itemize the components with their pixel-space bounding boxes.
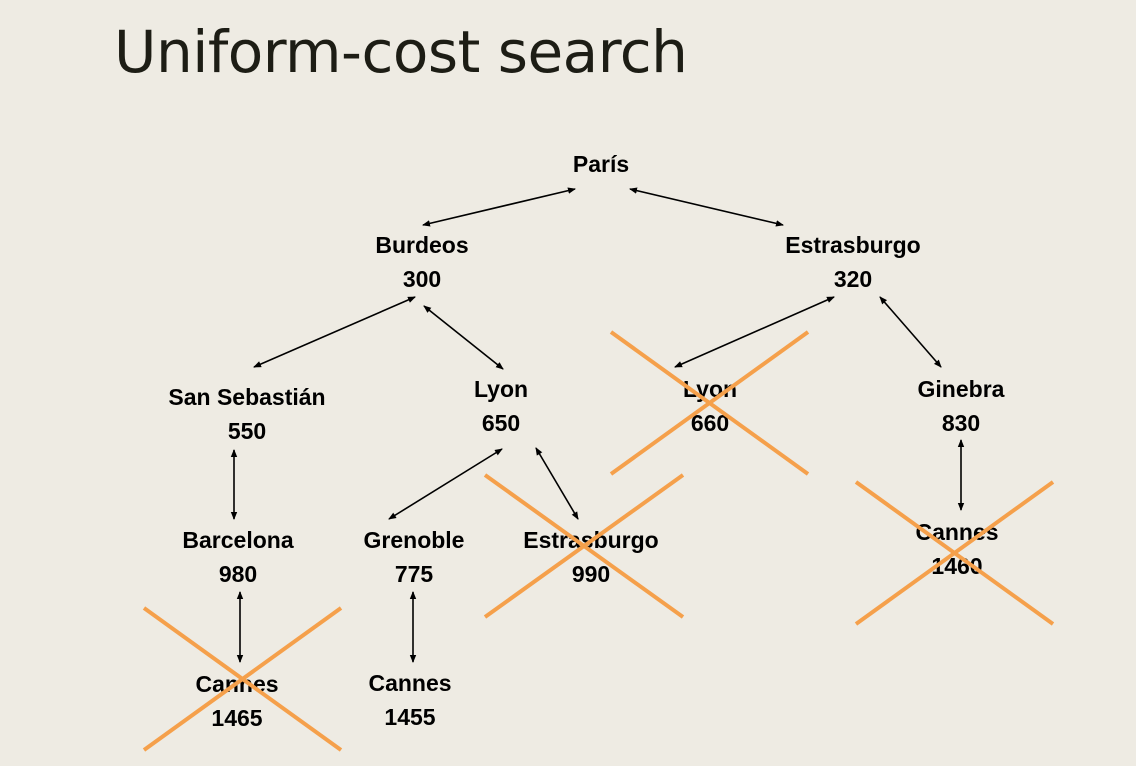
edge-burdeos-san-sebastian bbox=[253, 296, 416, 368]
node-grenoble: Grenoble 775 bbox=[344, 523, 484, 591]
node-cannes-1460: Cannes 1460 bbox=[887, 515, 1027, 583]
node-name: Cannes bbox=[915, 519, 999, 545]
node-cannes-1455: Cannes 1455 bbox=[340, 666, 480, 734]
edge-estrasburgo-ginebra bbox=[879, 296, 942, 368]
node-name: Grenoble bbox=[363, 527, 465, 553]
node-name: Lyon bbox=[473, 376, 529, 402]
node-cost: 1460 bbox=[931, 553, 983, 579]
node-name: Cannes bbox=[368, 670, 452, 696]
node-cost: 830 bbox=[941, 410, 981, 436]
node-san-sebastian: San Sebastián 550 bbox=[147, 380, 347, 448]
node-name: Estrasburgo bbox=[785, 232, 921, 258]
edge-paris-estrasburgo bbox=[629, 187, 784, 227]
node-cost: 300 bbox=[402, 266, 442, 292]
node-paris: París bbox=[541, 147, 661, 181]
node-name: San Sebastián bbox=[168, 384, 326, 410]
edge-lyon-650-estrasburgo-990 bbox=[535, 447, 579, 520]
node-name: Lyon bbox=[682, 376, 738, 402]
node-cost: 660 bbox=[690, 410, 730, 436]
node-lyon-660: Lyon 660 bbox=[650, 372, 770, 440]
node-cost: 1465 bbox=[211, 705, 263, 731]
edge-estrasburgo-lyon-660 bbox=[674, 296, 835, 368]
node-name: Estrasburgo bbox=[523, 527, 659, 553]
node-barcelona: Barcelona 980 bbox=[163, 523, 313, 591]
node-cost: 1455 bbox=[384, 704, 436, 730]
node-name: Ginebra bbox=[917, 376, 1005, 402]
edge-paris-burdeos bbox=[422, 187, 576, 227]
node-ginebra: Ginebra 830 bbox=[891, 372, 1031, 440]
edge-lyon-650-grenoble bbox=[388, 448, 503, 520]
node-lyon-650: Lyon 650 bbox=[441, 372, 561, 440]
node-cost: 320 bbox=[833, 266, 873, 292]
node-name: Barcelona bbox=[182, 527, 294, 553]
node-name: Cannes bbox=[195, 671, 279, 697]
node-name: París bbox=[572, 151, 630, 177]
node-cost: 980 bbox=[218, 561, 258, 587]
node-cannes-1465: Cannes 1465 bbox=[167, 667, 307, 735]
node-cost: 775 bbox=[394, 561, 434, 587]
node-name: Burdeos bbox=[375, 232, 469, 258]
slide-title: Uniform-cost search bbox=[114, 18, 688, 86]
node-cost: 990 bbox=[571, 561, 611, 587]
node-estrasburgo-990: Estrasburgo 990 bbox=[501, 523, 681, 591]
node-cost: 650 bbox=[481, 410, 521, 436]
node-cost: 550 bbox=[227, 418, 267, 444]
node-estrasburgo: Estrasburgo 320 bbox=[763, 228, 943, 296]
node-burdeos: Burdeos 300 bbox=[352, 228, 492, 296]
edge-burdeos-lyon-650 bbox=[423, 305, 504, 370]
